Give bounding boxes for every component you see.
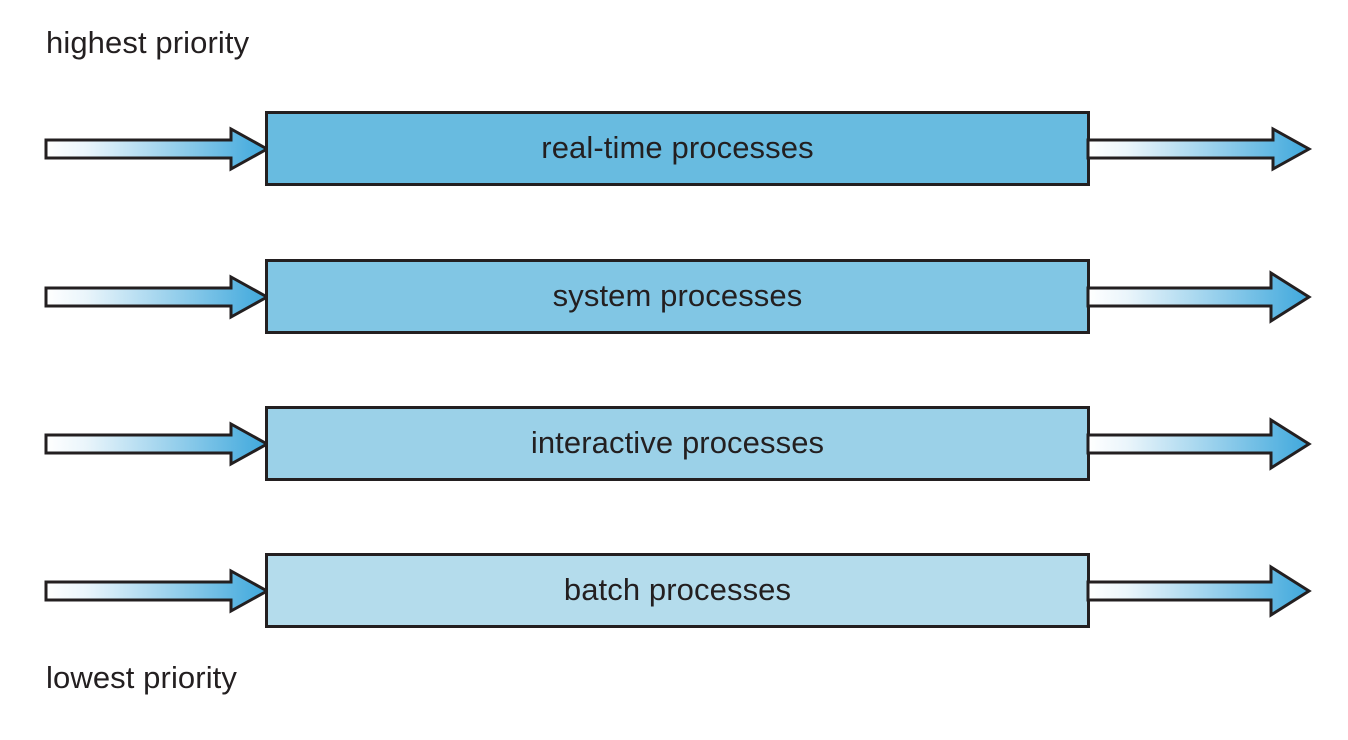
incoming-arrow (44, 394, 272, 494)
queue-box-interactive[interactable]: interactive processes (265, 406, 1090, 481)
queue-label: batch processes (563, 572, 792, 607)
highest-priority-label: highest priority (46, 25, 250, 60)
lowest-priority-label: lowest priority (46, 660, 237, 695)
queue-box-system[interactable]: system processes (265, 259, 1090, 334)
incoming-arrow (44, 247, 272, 347)
queue-box-batch[interactable]: batch processes (265, 553, 1090, 628)
queue-row-interactive: interactive processes (0, 394, 1348, 494)
queue-label: interactive processes (530, 425, 825, 460)
queue-label: system processes (552, 278, 803, 313)
outgoing-arrow (1086, 247, 1314, 347)
outgoing-arrow (1086, 394, 1314, 494)
outgoing-arrow (1086, 99, 1314, 199)
queue-label: real-time processes (541, 130, 814, 165)
queue-row-batch: batch processes (0, 541, 1348, 641)
queue-row-real-time: real-time processes (0, 99, 1348, 199)
outgoing-arrow (1086, 541, 1314, 641)
queue-box-real-time[interactable]: real-time processes (265, 111, 1090, 186)
incoming-arrow (44, 99, 272, 199)
queue-row-system: system processes (0, 247, 1348, 347)
incoming-arrow (44, 541, 272, 641)
